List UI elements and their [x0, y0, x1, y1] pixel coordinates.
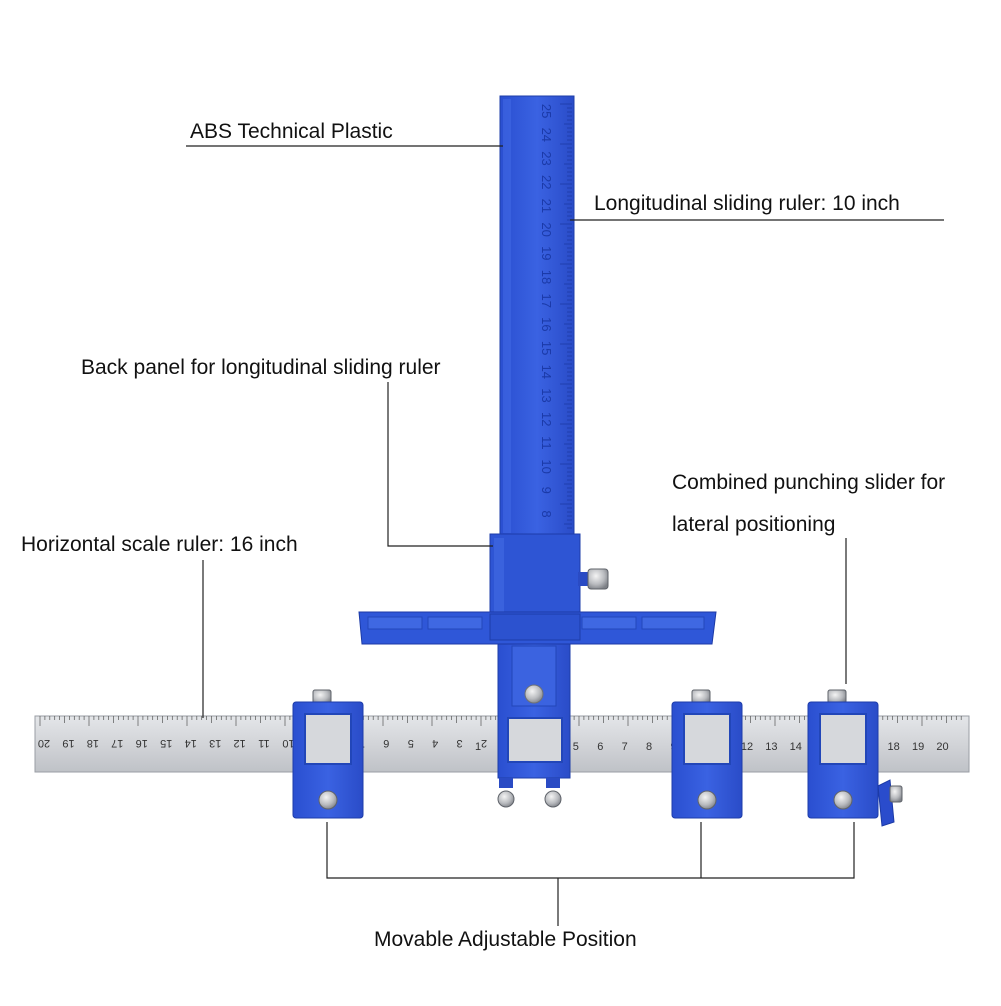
horizontal-scale-label: 11 — [258, 737, 269, 749]
vertical-scale-label: 25 — [539, 104, 554, 118]
leader-back-panel — [387, 382, 493, 547]
back-panel — [489, 533, 609, 619]
horizontal-scale-label: 14 — [790, 741, 802, 753]
vertical-scale-label: 19 — [539, 246, 554, 260]
leader-movable — [326, 822, 855, 879]
horizontal-scale-label: 2 — [481, 737, 487, 749]
vertical-scale-label: 12 — [539, 412, 554, 426]
horizontal-scale-label: 6 — [597, 741, 603, 753]
horizontal-scale-label: 10 — [282, 737, 294, 749]
label-horizontal-ruler: Horizontal scale ruler: 16 inch — [21, 533, 298, 556]
vertical-scale-label: 18 — [539, 270, 554, 284]
horizontal-scale-label: 19 — [912, 741, 924, 753]
horizontal-scale-label: 8 — [646, 741, 652, 753]
vertical-scale-label: 22 — [539, 175, 554, 189]
longitudinal-ruler: 8 9 10 11 12 13 14 15 16 17 18 19 20 21 22 23 24 25 — [497, 95, 575, 808]
horizontal-scale-label: 16 — [136, 737, 148, 749]
horizontal-scale-label: 14 — [185, 737, 197, 749]
vertical-ruler-numbers: 8 9 10 11 12 13 14 15 16 17 18 19 20 21 22 23 24 25 — [539, 104, 554, 518]
horizontal-scale-label: 5 — [408, 737, 414, 749]
horizontal-scale-label: 3 — [457, 737, 463, 749]
vertical-scale-label: 17 — [539, 293, 554, 307]
horizontal-scale-label: 15 — [160, 737, 172, 749]
base-plate — [358, 611, 717, 645]
vertical-scale-label: 11 — [539, 436, 554, 450]
sliders-group — [292, 689, 903, 827]
horizontal-scale-label: 13 — [209, 737, 221, 749]
vertical-scale-label: 8 — [539, 510, 554, 517]
horizontal-scale-label: 5 — [573, 741, 579, 753]
vertical-scale-label: 16 — [539, 317, 554, 331]
vertical-scale-label: 23 — [539, 151, 554, 165]
vertical-ruler-ticks — [560, 103, 572, 529]
label-punching-slider-line1: Combined punching slider for — [672, 471, 946, 494]
horizontal-scale-label: 4 — [432, 737, 438, 749]
horizontal-scale-label: 12 — [741, 741, 753, 753]
horizontal-scale-label: 18 — [87, 737, 99, 749]
vertical-scale-label: 14 — [539, 365, 554, 379]
horizontal-scale-label: 7 — [622, 741, 628, 753]
horizontal-scale-label: 20 — [936, 741, 948, 753]
label-longitudinal-ruler: Longitudinal sliding ruler: 10 inch — [594, 192, 900, 215]
vertical-scale-label: 13 — [539, 388, 554, 402]
horizontal-scale-label: 6 — [383, 737, 389, 749]
leader-lines — [186, 145, 944, 926]
vertical-scale-label: 21 — [539, 199, 554, 213]
vertical-scale-label: 20 — [539, 222, 554, 236]
horizontal-scale-label: 19 — [62, 737, 74, 749]
horizontal-scale-label: 13 — [765, 741, 777, 753]
horizontal-scale-label: 17 — [111, 737, 123, 749]
vertical-scale-label: 24 — [539, 128, 554, 142]
slider-right — [807, 689, 903, 827]
vertical-scale-label: 9 — [539, 487, 554, 494]
vertical-scale-label: 10 — [539, 459, 554, 473]
horizontal-scale-label: 1 — [475, 741, 481, 753]
horizontal-scale-label: 20 — [38, 737, 50, 749]
label-abs-plastic: ABS Technical Plastic — [190, 120, 393, 143]
horizontal-scale-label: 18 — [887, 741, 899, 753]
label-movable-position: Movable Adjustable Position — [374, 928, 637, 951]
label-back-panel: Back panel for longitudinal sliding rule… — [81, 356, 441, 379]
horizontal-scale-label: 12 — [233, 737, 245, 749]
label-punching-slider-line2: lateral positioning — [672, 513, 836, 536]
vertical-scale-label: 15 — [539, 341, 554, 355]
slider-left — [292, 689, 364, 819]
slider-middle — [671, 689, 743, 819]
